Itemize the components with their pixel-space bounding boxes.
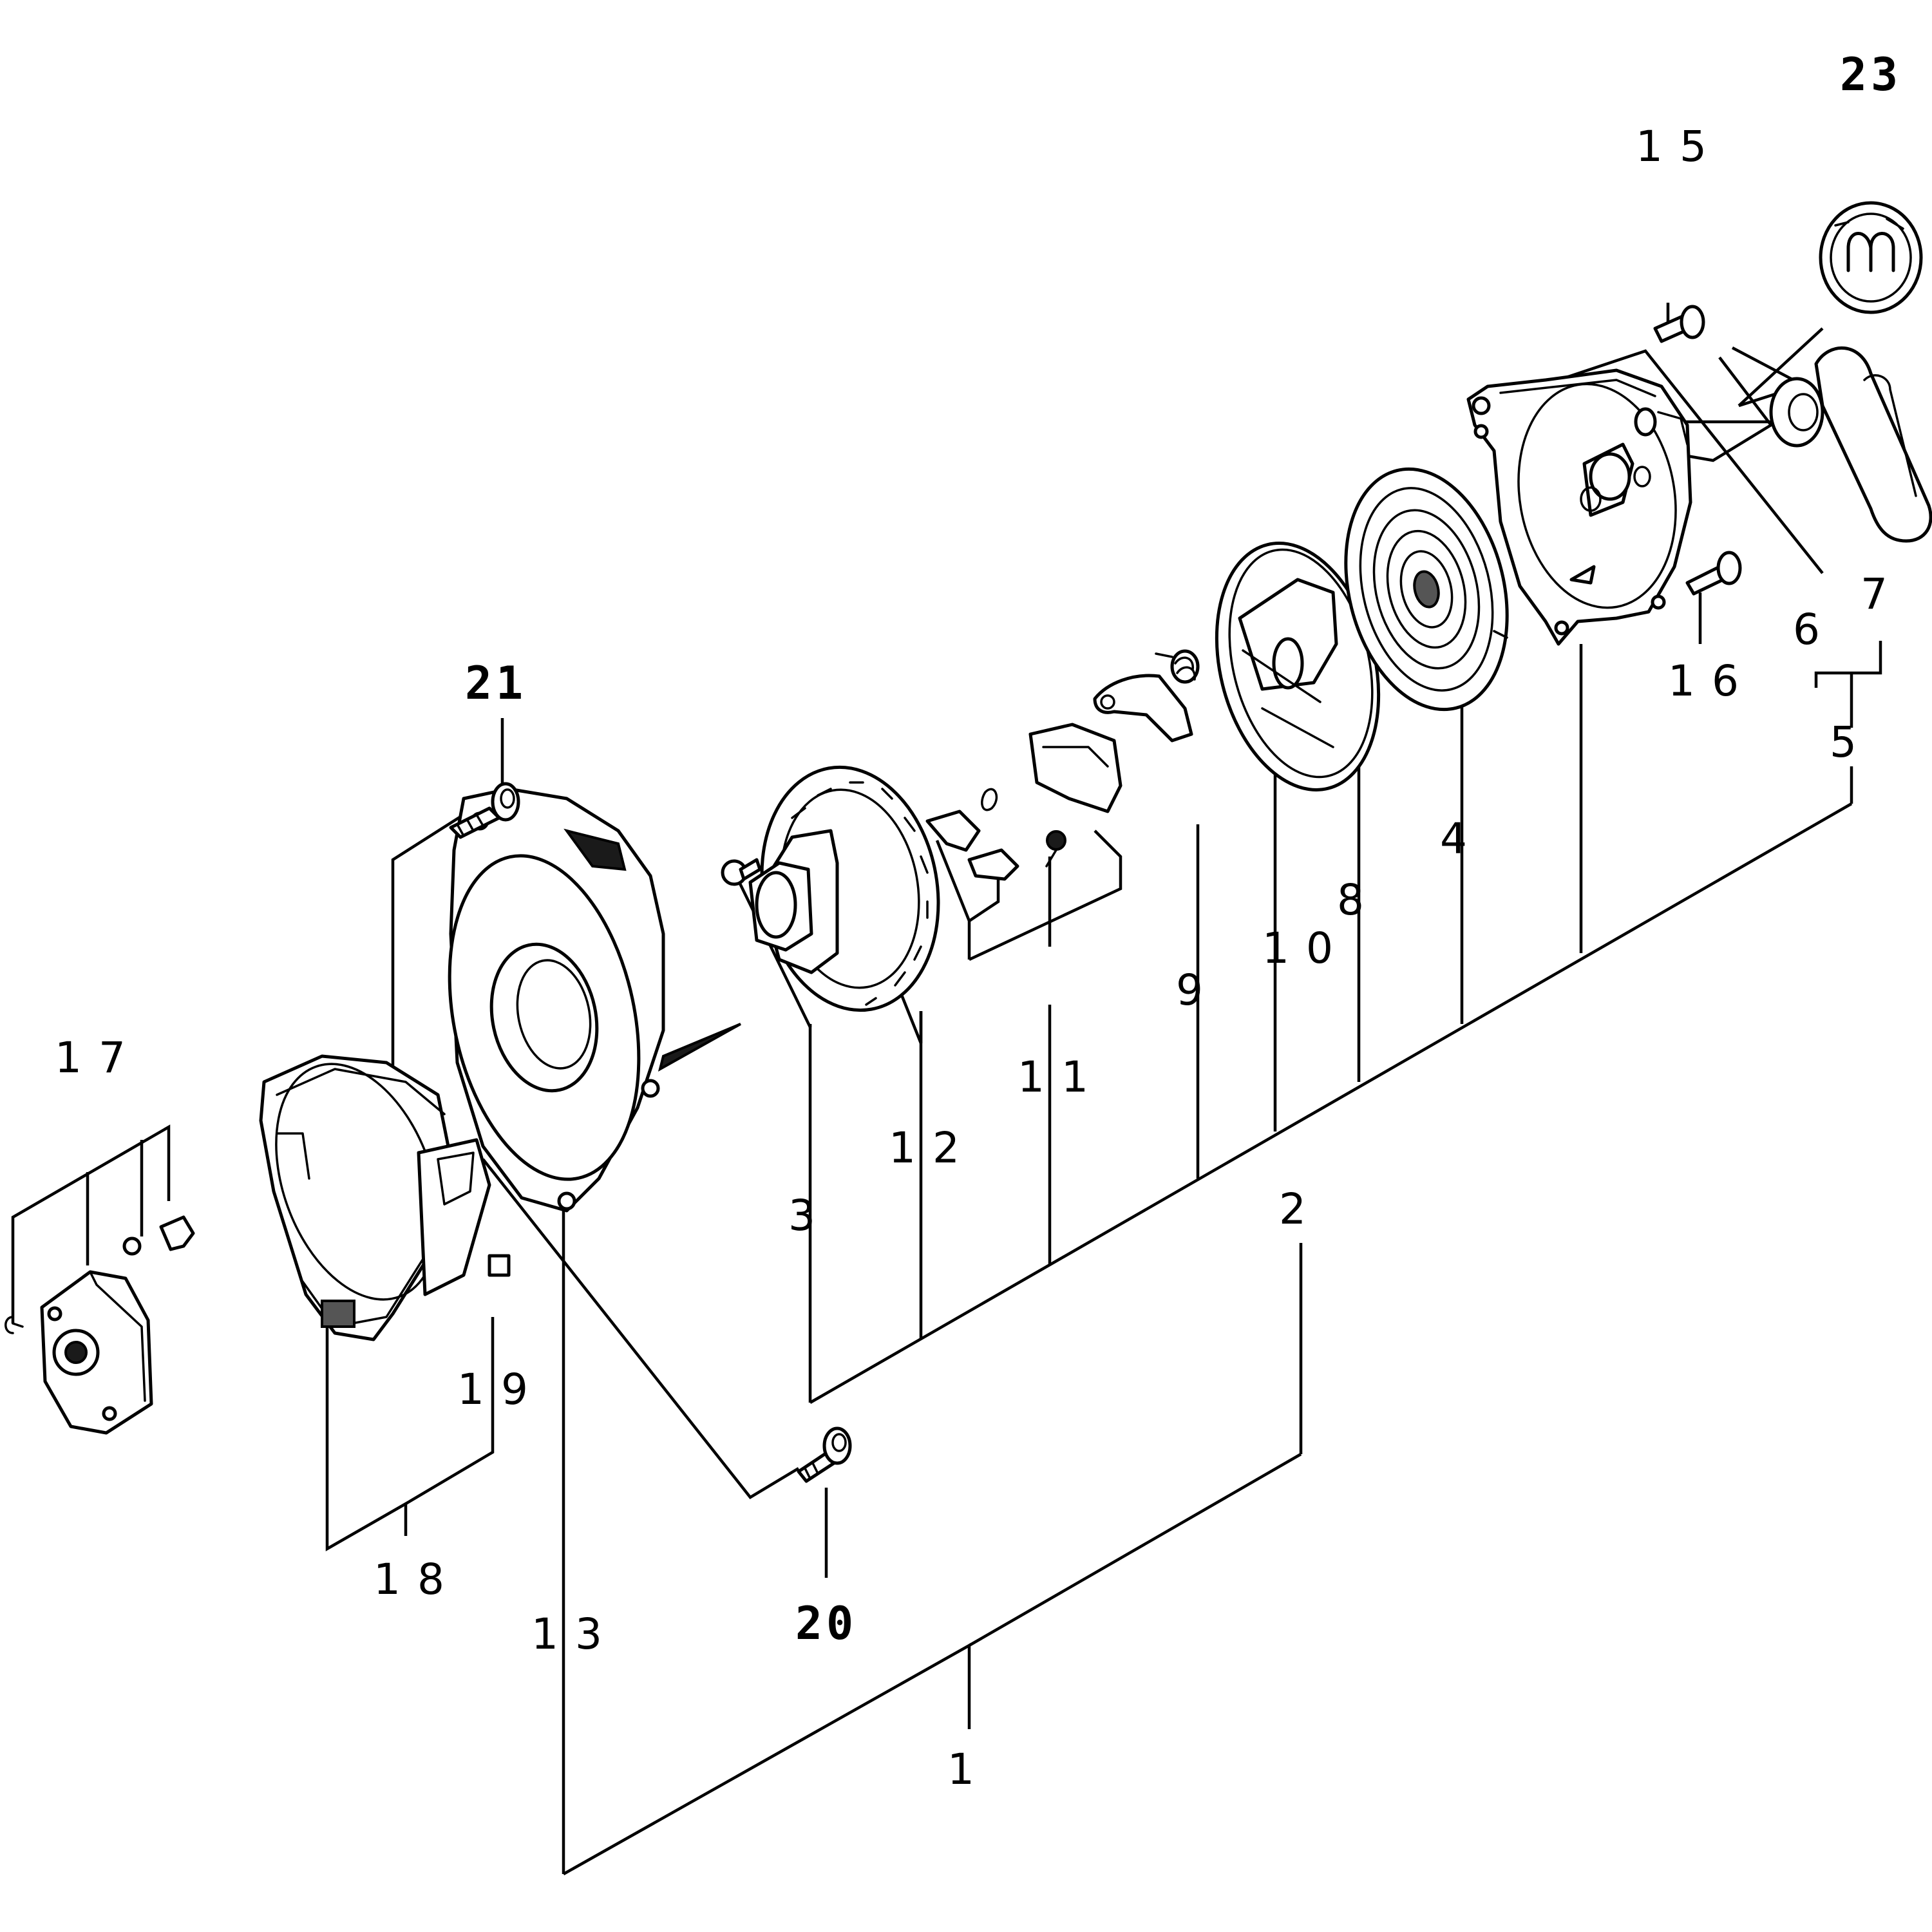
housing-part [448, 787, 741, 1213]
callout-12: 12 [889, 1123, 976, 1173]
callout-9: 9 [1176, 965, 1220, 1015]
bolt-20-part [797, 1426, 852, 1483]
callout-15: 15 [1636, 122, 1723, 171]
spring-part [1155, 649, 1200, 684]
callout-11: 11 [1018, 1052, 1105, 1102]
callout-1: 1 [947, 1745, 991, 1794]
callout-21: 21 [465, 657, 527, 710]
callout-17: 17 [55, 1033, 142, 1083]
callout-3: 3 [788, 1191, 832, 1240]
callout-13: 13 [531, 1609, 619, 1659]
callout-19: 19 [457, 1365, 545, 1414]
callout-labels: 1 2 3 4 5 6 7 8 9 10 11 12 13 15 16 17 1… [55, 48, 1904, 1794]
casing-part [259, 1054, 511, 1341]
callout-7: 7 [1861, 569, 1904, 619]
bolt-15-part [1653, 305, 1705, 343]
handle-grip-part [1634, 346, 1932, 543]
reel-part [1215, 542, 1381, 791]
callout-16: 16 [1668, 656, 1756, 706]
callout-6: 6 [1793, 605, 1837, 654]
callout-20: 20 [795, 1597, 857, 1650]
starter-housing-part [1466, 368, 1692, 646]
callout-23: 23 [1840, 48, 1902, 101]
callout-2: 2 [1279, 1184, 1323, 1234]
cap-badge-part [1819, 201, 1923, 314]
callout-10: 10 [1262, 923, 1350, 973]
callout-18: 18 [374, 1555, 461, 1604]
bolt-16-part [1685, 551, 1742, 596]
pawl-arm-part [1093, 674, 1193, 743]
screw-3-part [721, 858, 762, 886]
bolt-21-part [449, 782, 520, 839]
callout-4: 4 [1440, 814, 1484, 864]
callout-8: 8 [1337, 875, 1381, 925]
recoil-spring-part [1344, 467, 1509, 712]
ratchet-wheel-part [748, 765, 940, 1012]
cover-plate-part [5, 1215, 195, 1435]
callout-5: 5 [1830, 717, 1873, 767]
pawl-parts [925, 723, 1122, 881]
